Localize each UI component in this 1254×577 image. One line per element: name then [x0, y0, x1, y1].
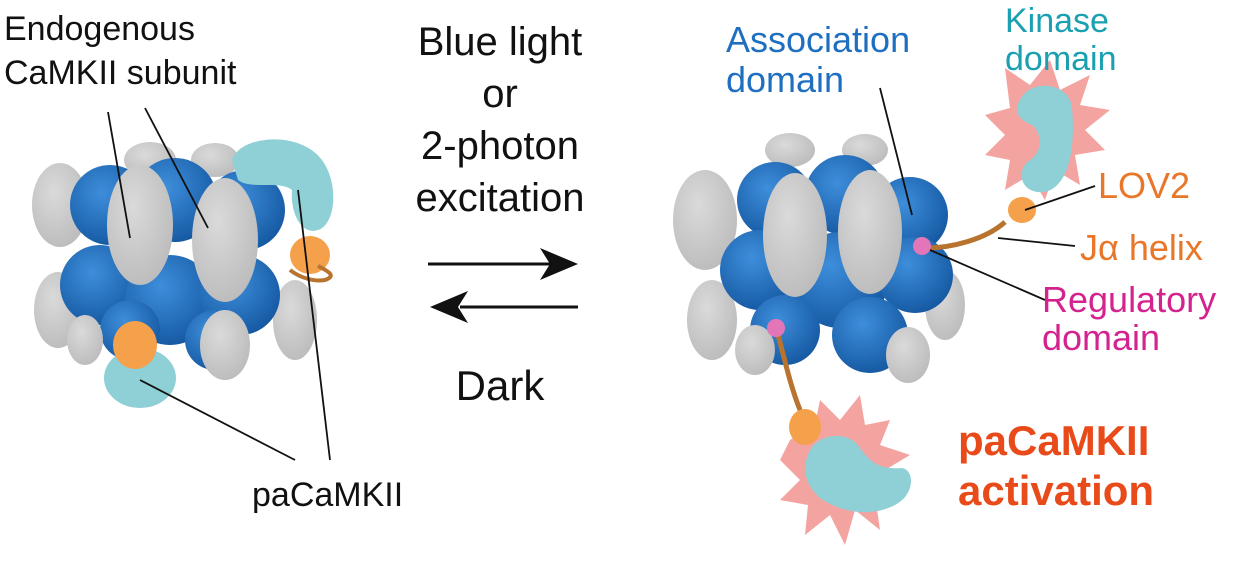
gray-subunit	[191, 143, 239, 177]
equilibrium-arrows	[428, 248, 578, 323]
gray-subunit	[192, 178, 258, 302]
jalpha-helix-top	[925, 220, 1007, 251]
leader-line	[1024, 185, 1096, 211]
light-label-line1: Blue light	[417, 20, 583, 64]
lov2-left-bottom	[113, 321, 157, 369]
lov2-bottom	[789, 409, 821, 445]
gray-subunit	[735, 325, 775, 375]
lov2-left	[290, 236, 330, 274]
dark-label: Dark	[455, 362, 545, 409]
leader-line	[144, 107, 209, 229]
leader-line	[107, 111, 131, 239]
activation-label-line2: activation	[958, 467, 1155, 514]
gray-subunit	[273, 280, 317, 360]
endogenous-label-line2: CaMKII subunit	[4, 54, 237, 92]
regulatory-domain-bottom	[767, 319, 785, 337]
forward-arrowhead	[540, 248, 578, 280]
lov2-label: LOV2	[1098, 165, 1191, 206]
gray-subunit	[673, 170, 737, 270]
endogenous-label-line1: Endogenous	[4, 10, 195, 48]
regulatory-label-line2: domain	[1042, 317, 1161, 358]
jalpha-label: Jα helix	[1080, 227, 1203, 268]
regulatory-label-line1: Regulatory	[1042, 279, 1217, 320]
pacamkii-label: paCaMKII	[252, 476, 404, 514]
jalpha-helix-bottom	[775, 334, 803, 411]
leader-line	[139, 379, 296, 461]
kinase-domain-bottom	[805, 435, 912, 513]
left-holoenzyme	[32, 107, 334, 461]
gray-subunit	[200, 310, 250, 380]
kinase-label-line1: Kinase	[1005, 2, 1109, 40]
gray-subunit	[838, 170, 902, 294]
gray-subunit	[67, 315, 103, 365]
gray-subunit	[763, 173, 827, 297]
regulatory-domain-top	[913, 237, 931, 255]
association-label-line2: domain	[726, 59, 845, 100]
leader-line	[297, 189, 331, 461]
leader-line	[929, 249, 1046, 301]
light-label-line3: 2-photon	[421, 124, 579, 168]
leader-line	[879, 87, 913, 216]
reverse-arrowhead	[430, 291, 468, 323]
gray-subunit	[886, 327, 930, 383]
jalpha-left	[288, 264, 333, 283]
kinase-label-line2: domain	[1005, 40, 1117, 78]
gray-subunit	[32, 163, 88, 247]
gray-subunit	[687, 280, 737, 360]
activation-label-line1: paCaMKII	[958, 417, 1150, 464]
association-label-line1: Association	[726, 19, 911, 60]
leader-line	[997, 237, 1076, 247]
lov2-top	[1008, 197, 1036, 223]
kinase-domain-left	[232, 139, 334, 231]
light-label-line4: excitation	[415, 176, 585, 220]
light-label-line2: or	[482, 72, 518, 116]
gray-subunit	[765, 133, 815, 167]
kinase-domain-top	[1016, 85, 1073, 193]
gray-subunit	[107, 165, 173, 285]
right-holoenzyme	[673, 60, 1110, 545]
